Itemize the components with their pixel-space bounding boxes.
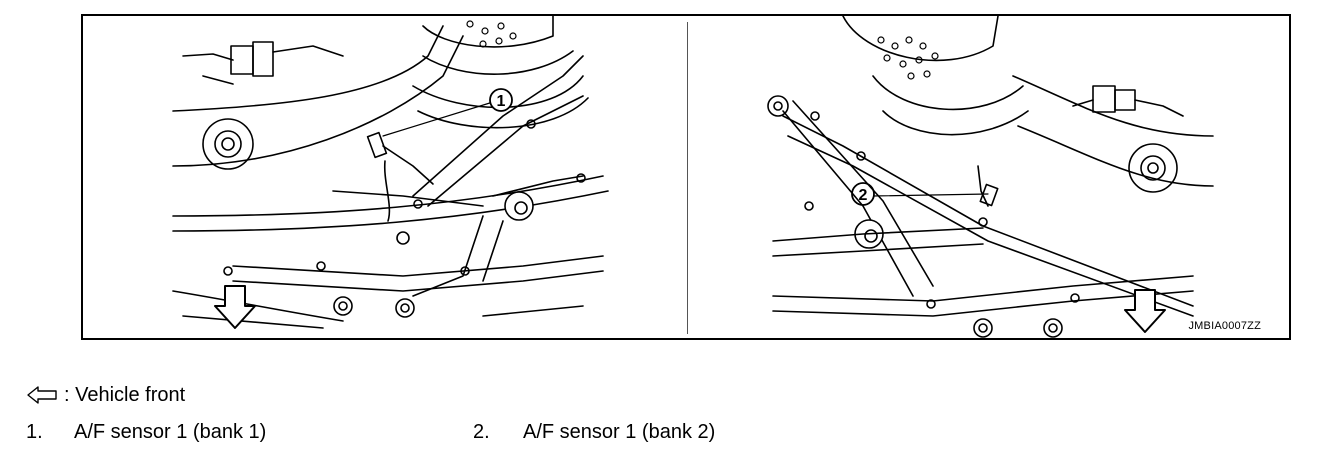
item-1-label: A/F sensor 1 (bank 1) [74,421,267,443]
view-divider [687,22,688,334]
legend-item-1: 1. A/F sensor 1 (bank 1) [26,421,266,444]
hollow-arrow-left-icon [27,386,57,404]
callout-1-label: 1 [497,93,506,110]
callout-2-label: 2 [859,187,868,204]
item-2-number: 2. [473,421,490,443]
vehicle-front-arrow-left [214,285,256,329]
legend-front-label: : Vehicle front [64,383,186,406]
diagram-figure: 1 [81,14,1291,340]
af-sensor-bank2 [977,165,999,207]
mount-bolt [504,191,534,221]
legend-vehicle-front: : Vehicle front [26,383,185,407]
bushing [202,118,254,170]
diagram-drawing: 1 [172,16,1214,338]
right-view: 2 [767,16,1214,338]
item-2-label: A/F sensor 1 (bank 2) [523,421,716,443]
af-sensor-bank1 [366,131,434,222]
figure-code: JMBIA0007ZZ [1188,320,1261,332]
callout-1-circle [489,88,513,112]
converter-holes-right [877,36,939,80]
left-view: 1 [172,16,609,329]
vehicle-front-arrow-right [1124,289,1166,333]
legend-item-2: 2. A/F sensor 1 (bank 2) [473,421,715,444]
bushing-right [1128,143,1178,193]
converter-holes [466,20,517,48]
item-1-number: 1. [26,421,43,443]
